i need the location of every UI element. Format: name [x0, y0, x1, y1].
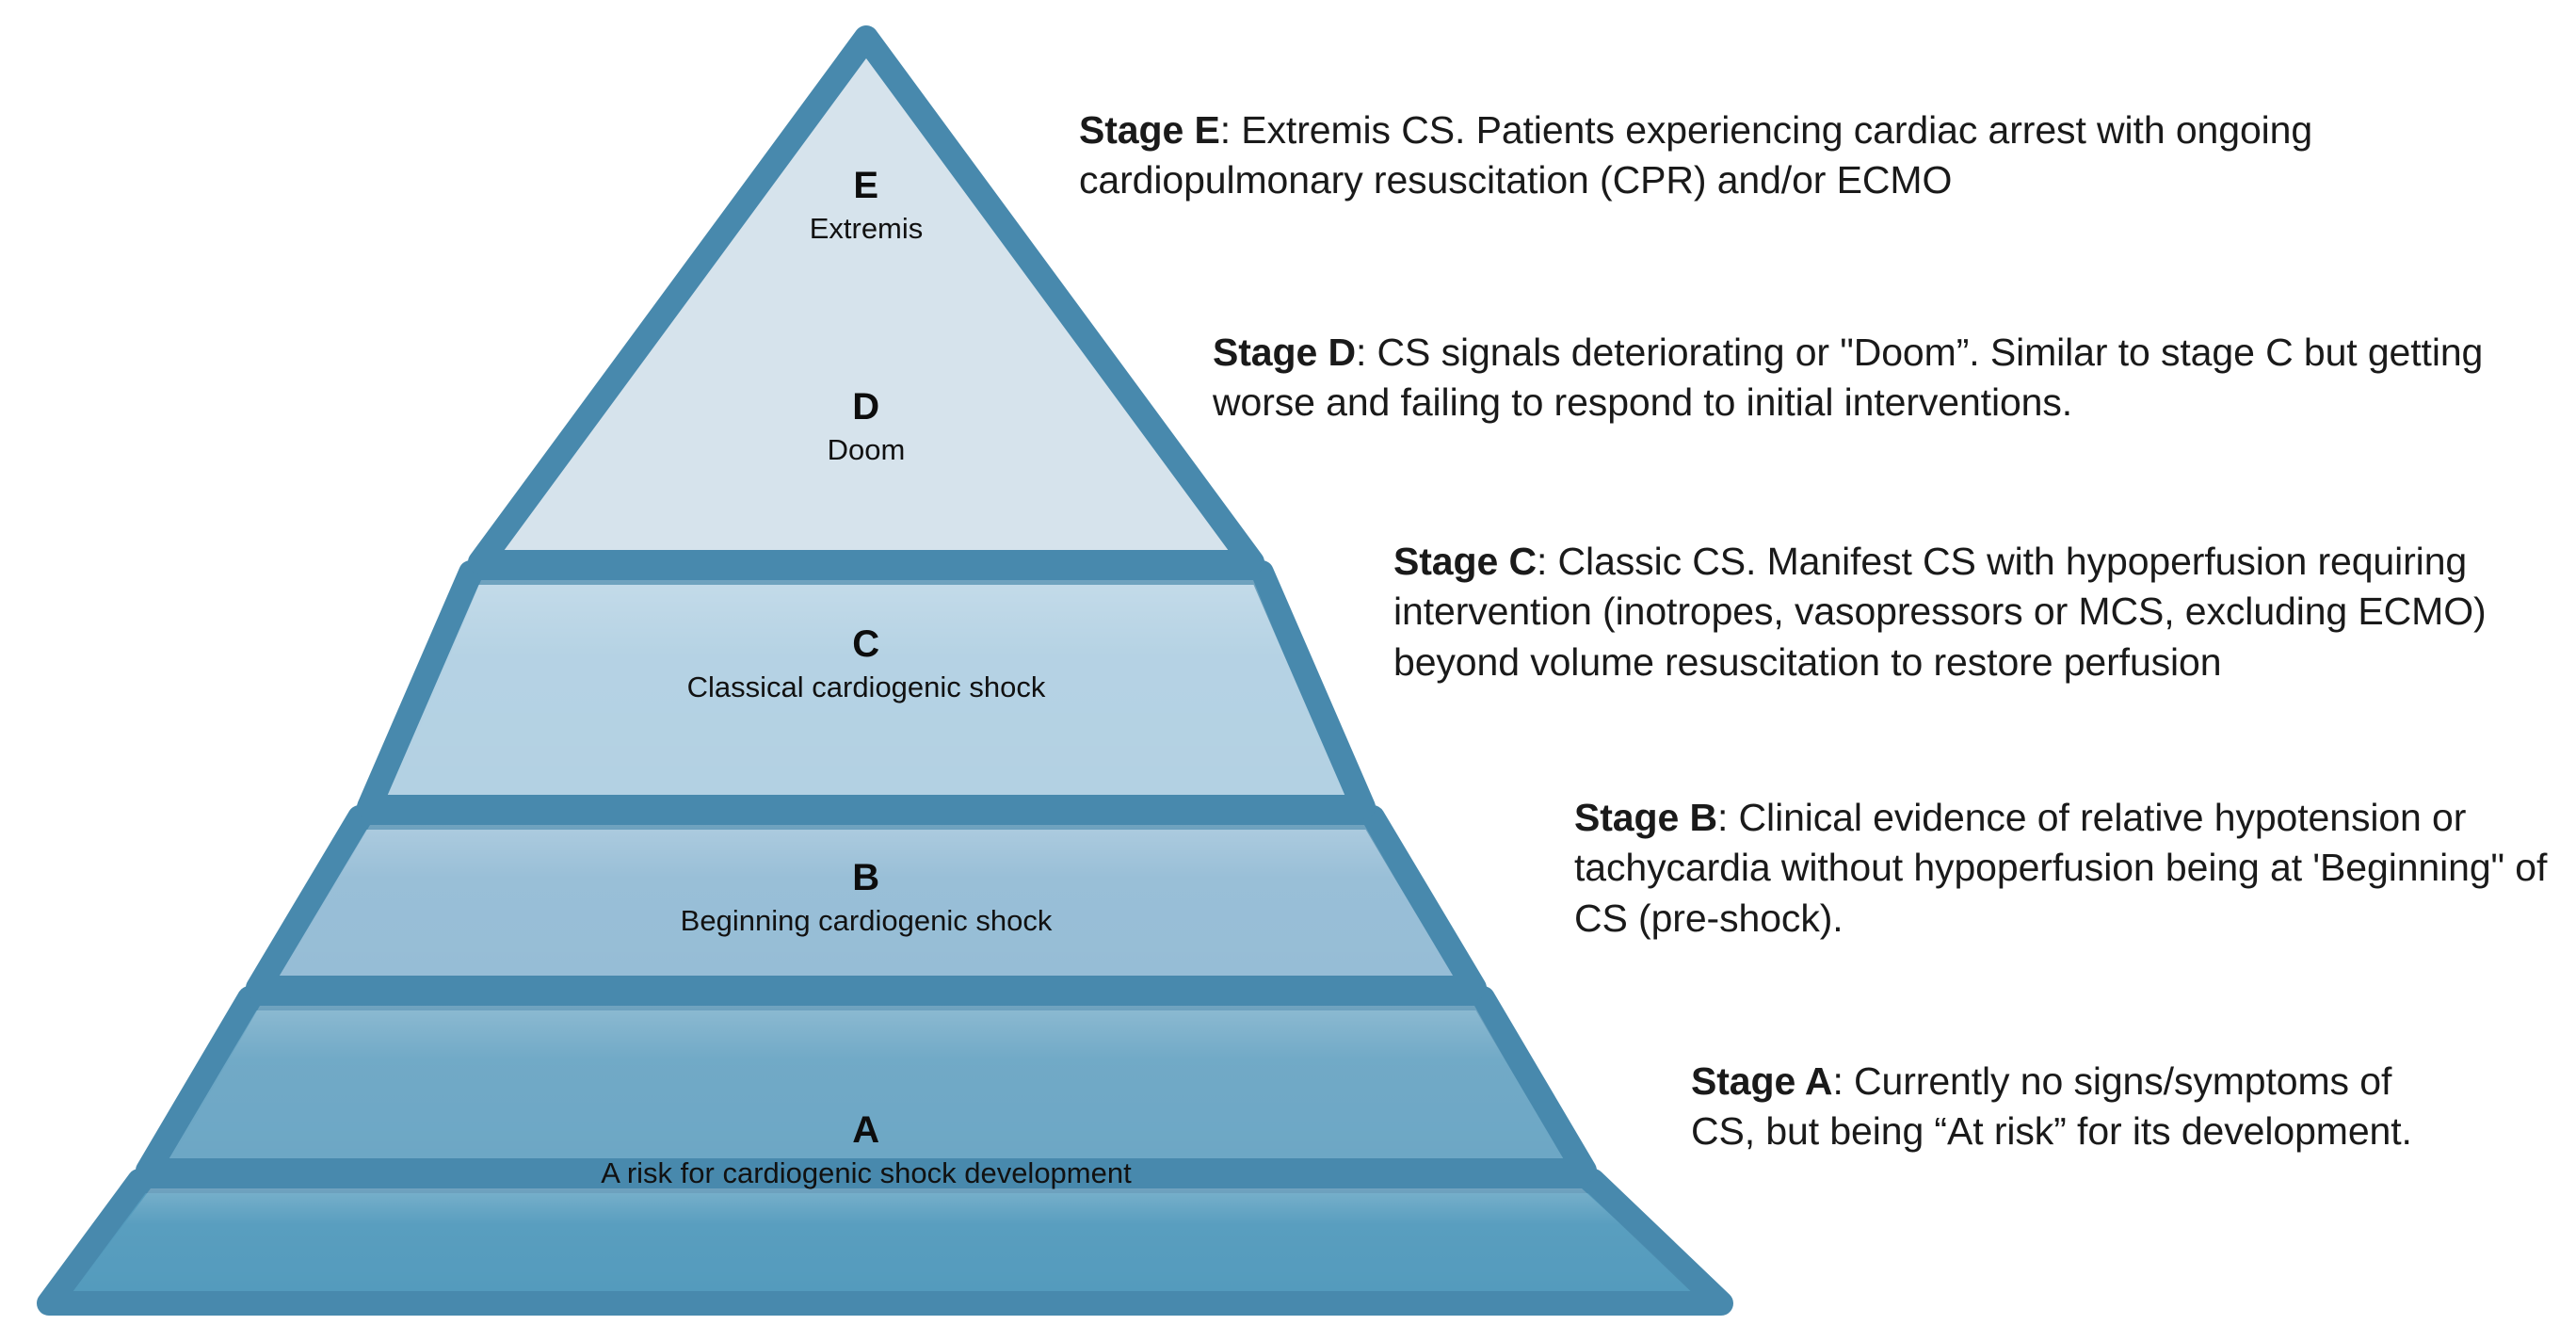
pyramid-tier-e	[468, 25, 1264, 574]
stage-d-text: CS signals deteriorating or "Doom”. Simi…	[1213, 331, 2484, 425]
stage-description-d: Stage D: CS signals deteriorating or "Do…	[1213, 328, 2548, 428]
stage-d-label: Stage D	[1213, 331, 1356, 374]
stage-a-label: Stage A	[1691, 1059, 1833, 1103]
stage-c-separator: :	[1536, 540, 1558, 583]
stage-a-separator: :	[1832, 1059, 1855, 1103]
stage-description-e: Stage E: Extremis CS. Patients experienc…	[1079, 105, 2548, 206]
stage-description-c: Stage C: Classic CS. Manifest CS with hy…	[1393, 537, 2552, 687]
stage-c-label: Stage C	[1393, 540, 1537, 583]
stage-b-label: Stage B	[1574, 796, 1717, 839]
stage-e-label: Stage E	[1079, 108, 1220, 152]
tier-d-sheen	[392, 580, 1343, 797]
pyramid-diagram	[37, 25, 1733, 1316]
stage-description-b: Stage B: Clinical evidence of relative h…	[1574, 793, 2568, 944]
stage-b-separator: :	[1716, 796, 1739, 839]
pyramid-tier-d	[357, 560, 1376, 819]
pyramid-tier-a	[37, 1169, 1733, 1316]
tier-b-sheen	[171, 1006, 1563, 1160]
stage-b-text: Clinical evidence of relative hypotensio…	[1574, 796, 2548, 940]
pyramid-tier-c	[246, 805, 1487, 1000]
stage-d-separator: :	[1355, 331, 1377, 374]
stage-c-text: Classic CS. Manifest CS with hypoperfusi…	[1393, 540, 2487, 684]
stage-description-a: Stage A: Currently no signs/symptoms of …	[1691, 1057, 2435, 1157]
stage-e-separator: :	[1219, 108, 1242, 152]
tier-a-sheen	[73, 1188, 1695, 1292]
tier-c-sheen	[281, 825, 1454, 977]
stage-a-text: Currently no signs/symptoms of CS, but b…	[1691, 1059, 2412, 1154]
tier-e-shape	[468, 25, 1264, 574]
stage-e-text: Extremis CS. Patients experiencing cardi…	[1079, 108, 2313, 202]
pyramid-tier-b	[136, 986, 1597, 1183]
